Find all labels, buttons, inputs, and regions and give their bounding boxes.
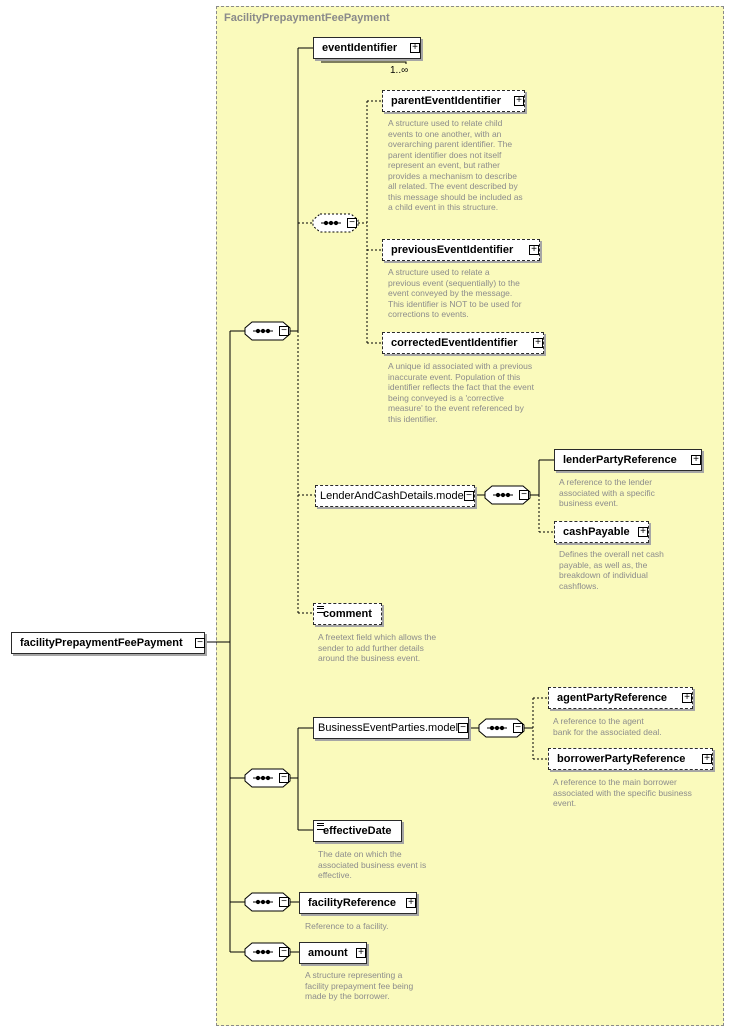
facility-reference-element[interactable]: facilityReference +	[299, 892, 417, 914]
root-element[interactable]: facilityPrepaymentFeePayment −	[11, 632, 205, 654]
corrected-event-identifier-element[interactable]: correctedEventIdentifier +	[382, 332, 544, 354]
plus-box-icon[interactable]: +	[702, 754, 712, 764]
previous-event-identifier-element[interactable]: previousEventIdentifier +	[382, 239, 540, 261]
cash-payable-element[interactable]: cashPayable +	[554, 521, 649, 543]
minus-box-icon[interactable]: −	[458, 723, 468, 733]
sequence-compositor-icon	[244, 768, 291, 788]
parent-event-identifier-label: parentEventIdentifier	[391, 95, 502, 107]
previous-event-identifier-label: previousEventIdentifier	[391, 244, 514, 256]
cash-payable-label: cashPayable	[563, 526, 630, 538]
business-event-parties-label: BusinessEventParties.model	[318, 722, 459, 734]
comment-label: comment	[323, 608, 372, 620]
corrected-event-identifier-label: correctedEventIdentifier	[391, 337, 518, 349]
corrected-event-identifier-doc: A unique id associated with a previous i…	[388, 361, 534, 424]
borrower-party-reference-doc: A reference to the main borrower associa…	[553, 777, 692, 808]
minus-box-icon[interactable]: −	[195, 638, 205, 648]
lender-and-cash-details-label: LenderAndCashDetails.model	[320, 490, 467, 502]
plus-box-icon[interactable]: +	[533, 338, 543, 348]
minus-box-icon[interactable]: −	[519, 490, 529, 500]
amount-label: amount	[308, 947, 348, 959]
previous-event-identifier-doc: A structure used to relate a previous ev…	[388, 267, 522, 319]
plus-box-icon[interactable]: +	[410, 43, 420, 53]
amount-element[interactable]: amount +	[299, 942, 367, 964]
comment-element[interactable]: comment	[313, 603, 382, 625]
event-identifier-label: eventIdentifier	[322, 42, 398, 54]
minus-box-icon[interactable]: −	[279, 947, 289, 957]
lender-and-cash-details-group[interactable]: LenderAndCashDetails.model −	[315, 485, 475, 507]
sequence-compositor-icon	[484, 485, 531, 505]
cash-payable-doc: Defines the overall net cash payable, as…	[559, 549, 664, 591]
complex-type-box	[216, 6, 724, 1026]
plus-box-icon[interactable]: +	[406, 898, 416, 908]
plus-box-icon[interactable]: +	[356, 948, 366, 958]
facility-reference-doc: Reference to a facility.	[305, 921, 389, 931]
lender-party-reference-element[interactable]: lenderPartyReference +	[554, 449, 702, 471]
business-event-parties-group[interactable]: BusinessEventParties.model −	[313, 717, 469, 739]
effective-date-doc: The date on which the associated busines…	[318, 849, 427, 880]
agent-party-reference-label: agentPartyReference	[557, 692, 668, 704]
plus-box-icon[interactable]: +	[514, 96, 524, 106]
text-content-icon	[317, 606, 324, 613]
minus-box-icon[interactable]: −	[464, 491, 474, 501]
facility-reference-label: facilityReference	[308, 897, 397, 909]
sequence-compositor-icon	[244, 321, 291, 341]
borrower-party-reference-label: borrowerPartyReference	[557, 753, 686, 765]
minus-box-icon[interactable]: −	[279, 326, 289, 336]
effective-date-element[interactable]: effectiveDate	[313, 820, 402, 842]
sequence-compositor-icon	[312, 213, 359, 233]
plus-box-icon[interactable]: +	[682, 693, 692, 703]
minus-box-icon[interactable]: −	[279, 897, 289, 907]
minus-box-icon[interactable]: −	[279, 773, 289, 783]
sequence-compositor-icon	[244, 942, 291, 962]
event-identifier-element[interactable]: eventIdentifier +	[313, 37, 421, 59]
complex-type-title: FacilityPrepaymentFeePayment	[224, 12, 390, 24]
borrower-party-reference-element[interactable]: borrowerPartyReference +	[548, 748, 713, 770]
sequence-compositor-icon	[244, 892, 291, 912]
plus-box-icon[interactable]: +	[638, 527, 648, 537]
comment-doc: A freetext field which allows the sender…	[318, 632, 437, 663]
plus-box-icon[interactable]: +	[691, 455, 701, 465]
plus-box-icon[interactable]: +	[529, 245, 539, 255]
sequence-compositor-icon	[478, 718, 525, 738]
root-element-label: facilityPrepaymentFeePayment	[20, 637, 183, 649]
lender-party-reference-doc: A reference to the lender associated wit…	[559, 477, 655, 508]
lender-party-reference-label: lenderPartyReference	[563, 454, 677, 466]
agent-party-reference-doc: A reference to the agent bank for the as…	[553, 716, 662, 737]
parent-event-identifier-doc: A structure used to relate child events …	[388, 118, 523, 212]
effective-date-label: effectiveDate	[323, 825, 392, 837]
amount-doc: A structure representing a facility prep…	[305, 970, 414, 1001]
text-content-icon	[317, 823, 324, 830]
minus-box-icon[interactable]: −	[347, 218, 357, 228]
cardinality-label: 1..∞	[390, 65, 409, 76]
parent-event-identifier-element[interactable]: parentEventIdentifier +	[382, 90, 525, 112]
agent-party-reference-element[interactable]: agentPartyReference +	[548, 687, 693, 709]
minus-box-icon[interactable]: −	[513, 723, 523, 733]
